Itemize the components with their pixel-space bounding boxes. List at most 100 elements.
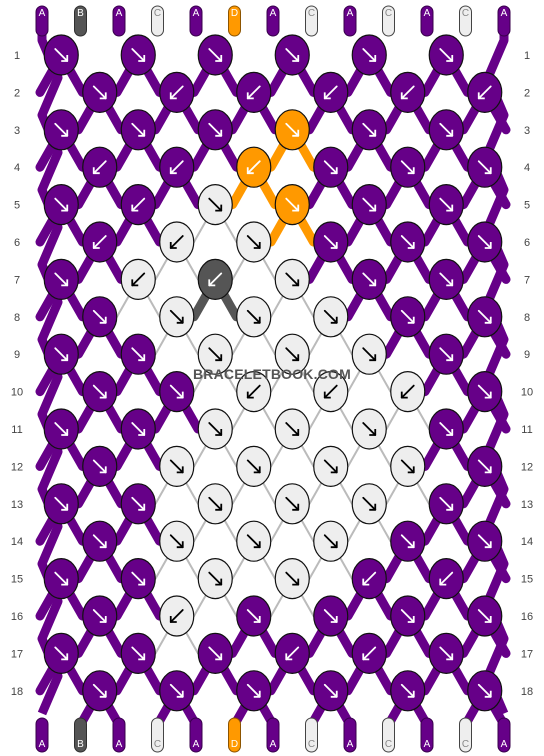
knot [43, 333, 79, 375]
knot-arrow-icon [285, 197, 300, 212]
string-top-stub [305, 5, 318, 37]
knot-arrow-icon [323, 683, 338, 698]
knot [43, 632, 79, 675]
row-number-left: 2 [14, 87, 20, 99]
string-bottom-stub [74, 717, 87, 753]
knot-arrow-icon [92, 235, 107, 249]
string-label-top: C [462, 8, 469, 19]
knot-arrow-head-icon [138, 429, 146, 436]
knot [82, 371, 118, 413]
string-label-top: A [39, 8, 46, 19]
knot-arrow-icon [54, 272, 69, 287]
knot-arrow-head-icon [169, 167, 177, 175]
knot [159, 520, 195, 562]
knot [467, 71, 503, 114]
knot-arrow-head-icon [138, 129, 146, 137]
knot [467, 520, 503, 562]
knot [428, 483, 464, 525]
row-number-right: 14 [521, 536, 533, 548]
knot [197, 557, 233, 600]
knot-arrow-icon [208, 347, 223, 362]
knot-arrow-icon [54, 197, 69, 212]
knot-arrow-icon [439, 48, 454, 62]
row-number-left: 12 [11, 461, 23, 473]
knot [236, 595, 272, 637]
knot [274, 632, 310, 675]
knot-arrow-head-icon [330, 541, 338, 549]
knot-arrow-head-icon [92, 167, 100, 175]
knot-arrow-head-icon [407, 541, 415, 549]
knot-arrow-icon [323, 160, 338, 175]
knot-arrow-head-icon [215, 578, 223, 586]
knot-arrow-icon [54, 122, 69, 137]
string-label-bottom: A [501, 739, 508, 750]
row-number-left: 18 [11, 686, 23, 698]
row-number-right: 10 [521, 387, 533, 399]
knot-arrow-head-icon [99, 92, 107, 100]
knot-arrow-icon [439, 347, 454, 362]
knot [82, 445, 118, 487]
knot-arrow-head-icon [446, 429, 454, 436]
knot-arrow-head-icon [446, 503, 454, 511]
knot [82, 71, 118, 114]
knot-arrow-icon [131, 347, 146, 362]
knot [428, 184, 464, 226]
string-top-stub [35, 5, 49, 37]
knot [82, 520, 118, 562]
knot-arrow-head-icon [484, 466, 492, 474]
knot-arrow-icon [246, 459, 261, 474]
knot-arrow-head-icon [246, 167, 254, 175]
knot-arrow-icon [439, 272, 454, 287]
string-top-stub [420, 5, 434, 37]
knot [390, 146, 426, 188]
row-number-right: 9 [524, 349, 530, 361]
string-label-bottom: B [77, 739, 84, 750]
knot-arrow-icon [169, 309, 184, 324]
string-bottom-stub [266, 717, 280, 753]
string-label-bottom: A [116, 739, 123, 750]
knot-arrow-icon [131, 48, 146, 62]
string-label-top: A [193, 8, 200, 19]
knot-arrow-icon [169, 384, 184, 399]
knot-arrow-head-icon [369, 354, 377, 362]
row-number-right: 6 [524, 237, 530, 249]
knot [467, 221, 503, 263]
knot-arrow-icon [400, 534, 415, 549]
knot-arrow-head-icon [61, 429, 69, 436]
knot-arrow-head-icon [369, 129, 377, 137]
knot-arrow-icon [400, 160, 415, 175]
row-number-left: 6 [14, 237, 20, 249]
knot-arrow-head-icon [131, 279, 139, 287]
knot-arrow-icon [285, 646, 300, 661]
knot-arrow-icon [54, 422, 69, 436]
knot-arrow-icon [400, 459, 415, 474]
knot-arrow-icon [92, 683, 107, 698]
knot-arrow-head-icon [362, 653, 370, 661]
string-bottom-stub [497, 717, 511, 753]
string-bottom-stub [382, 717, 395, 753]
knot-arrow-icon [169, 609, 184, 623]
row-number-left: 13 [11, 499, 23, 511]
knot-arrow-head-icon [138, 578, 146, 586]
knot-arrow-head-icon [61, 129, 69, 137]
knot-arrow-icon [400, 85, 415, 100]
string-label-top: C [154, 8, 161, 19]
knot [428, 333, 464, 375]
knot-arrow-head-icon [61, 55, 69, 62]
knot-arrow-icon [285, 347, 300, 362]
row-number-left: 8 [14, 312, 20, 324]
knot [120, 408, 156, 450]
knot-arrow-head-icon [446, 354, 454, 362]
knot [82, 670, 118, 712]
knot [428, 408, 464, 450]
knot [428, 258, 464, 300]
knot-arrow-head-icon [215, 429, 223, 436]
knot [120, 109, 156, 151]
knot [159, 296, 195, 338]
string-top-stub [151, 5, 164, 37]
knot [351, 258, 387, 300]
knot [351, 557, 387, 600]
string-top-stub [228, 5, 241, 37]
knot-arrow-icon [362, 422, 377, 436]
